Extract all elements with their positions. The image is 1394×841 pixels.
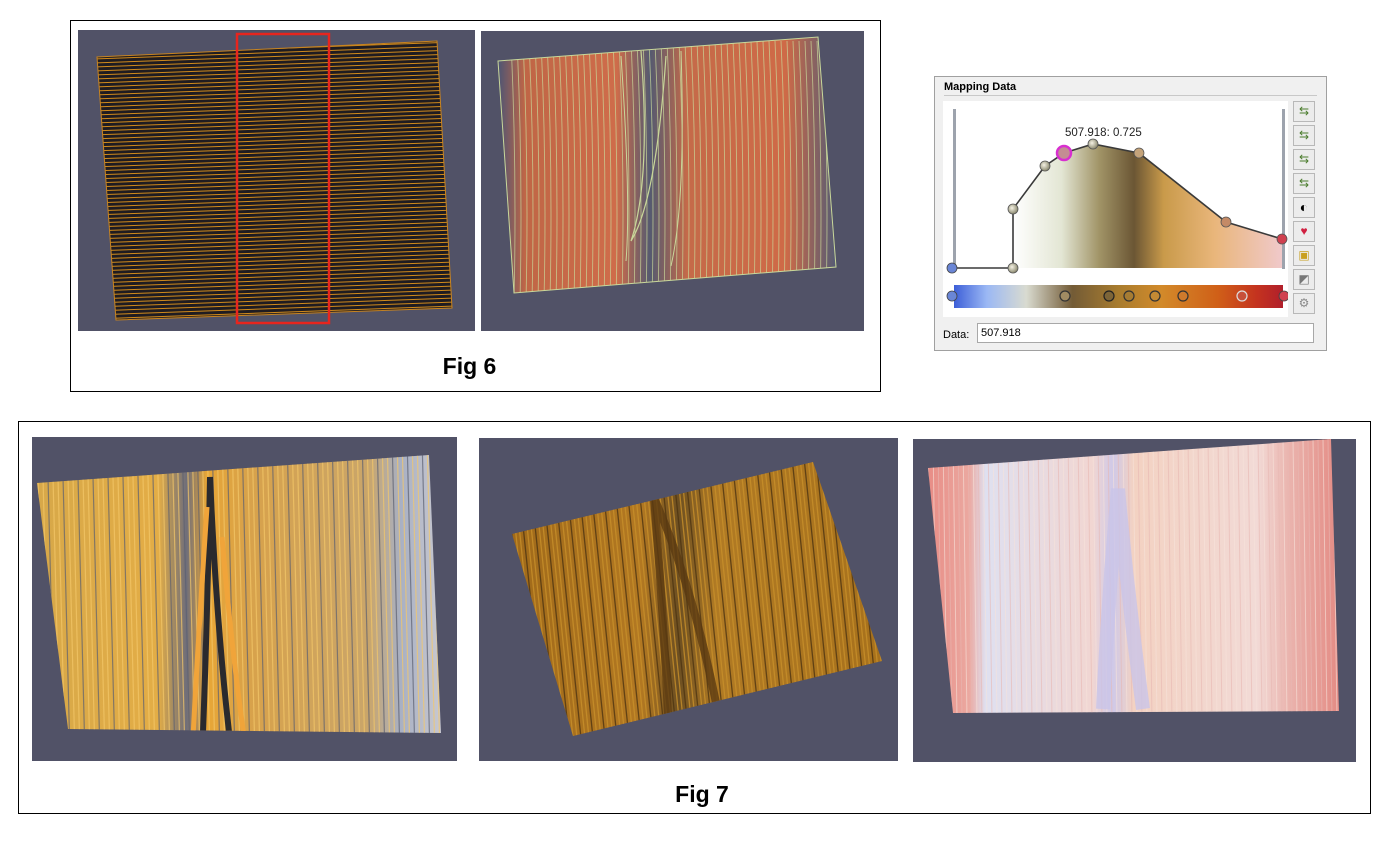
control-point[interactable] [1276, 233, 1288, 245]
control-point[interactable] [1039, 160, 1051, 172]
color-point[interactable] [1103, 290, 1115, 302]
figure-6-caption: Fig 6 [442, 353, 497, 379]
selected-control-point[interactable] [1055, 144, 1073, 162]
wood-grain-render-3 [928, 439, 1339, 713]
figure-7: Fig 7 [18, 421, 1371, 814]
transfer-function-editor[interactable]: 507.918: 0.725 [943, 101, 1288, 317]
color-point[interactable] [1149, 290, 1161, 302]
wood-grain-render-2 [512, 462, 882, 736]
figure-6: Fig 6 [70, 20, 881, 392]
wood-grain-render-view-1[interactable] [32, 437, 457, 761]
color-point[interactable] [1177, 290, 1189, 302]
choose-preset-icon[interactable]: ♥ [1293, 221, 1315, 242]
figure-7-caption: Fig 7 [675, 781, 729, 807]
opacity-curve[interactable]: 507.918: 0.725 [943, 101, 1288, 317]
wireframe-render [96, 32, 453, 325]
color-point[interactable] [1236, 290, 1248, 302]
contour-render-view[interactable] [481, 31, 864, 331]
highlight-box [235, 32, 331, 325]
data-value-field[interactable] [977, 323, 1314, 343]
save-preset-icon[interactable]: ▣ [1293, 245, 1315, 266]
invert-icon[interactable]: ◐ [1293, 197, 1315, 218]
control-point[interactable] [1007, 203, 1019, 215]
color-map-bar[interactable] [954, 285, 1283, 308]
rescale-range-icon[interactable]: ⇆ [1293, 101, 1315, 122]
control-point[interactable] [1220, 216, 1232, 228]
wood-grain-render-view-3[interactable] [913, 439, 1356, 762]
advanced-icon[interactable]: ◩ [1293, 269, 1315, 290]
color-point[interactable] [1123, 290, 1135, 302]
wood-grain-render-1 [37, 455, 441, 733]
data-label: Data: [943, 329, 970, 341]
color-point[interactable] [1059, 290, 1071, 302]
mapping-data-panel: Mapping Data [934, 76, 1327, 351]
wood-grain-render-view-2[interactable] [479, 438, 898, 761]
control-point[interactable] [1087, 138, 1099, 150]
rescale-custom-icon[interactable]: ⇆ [1293, 125, 1315, 146]
rescale-data-icon[interactable]: ⇆ [1293, 149, 1315, 170]
rescale-visible-icon[interactable]: ⇆ [1293, 173, 1315, 194]
settings-gear-icon[interactable]: ⚙ [1293, 293, 1315, 314]
mapping-data-title: Mapping Data [944, 81, 1017, 93]
color-point[interactable] [1278, 290, 1288, 302]
point-value-tooltip: 507.918: 0.725 [1065, 127, 1142, 139]
wireframe-render-view[interactable] [78, 30, 475, 331]
contour-render [497, 36, 837, 294]
title-divider [944, 95, 1317, 96]
control-point[interactable] [946, 262, 958, 274]
control-point[interactable] [1007, 262, 1019, 274]
color-point[interactable] [946, 290, 958, 302]
control-point[interactable] [1133, 147, 1145, 159]
